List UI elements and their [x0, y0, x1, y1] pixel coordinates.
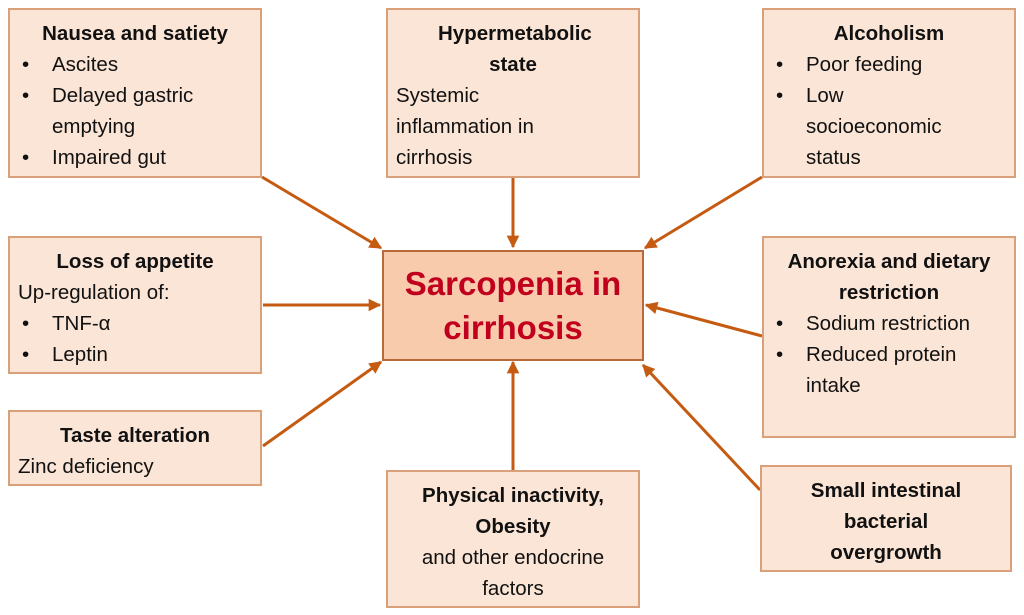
- arrow-nausea: [261, 175, 383, 250]
- hypermetabolic-box: Hypermetabolic state Systemic inflammati…: [386, 8, 640, 178]
- appetite-box: Loss of appetite Up-regulation of: TNF-α…: [8, 236, 262, 374]
- arrow-anorexia: [644, 301, 763, 338]
- center-title: Sarcopenia in cirrhosis: [404, 264, 622, 346]
- anorexia-box: Anorexia and dietary restriction Sodium …: [762, 236, 1016, 438]
- bacterial-box: Small intestinal bacterial overgrowth: [760, 465, 1012, 572]
- arrow-alcoholism: [643, 175, 763, 250]
- appetite-title: Loss of appetite: [56, 250, 214, 273]
- nausea-item: Impaired gut: [10, 142, 260, 173]
- alcoholism-item: Poor feeding: [764, 49, 1014, 80]
- nausea-list: Ascites Delayed gastric emptying Impaire…: [10, 49, 260, 173]
- taste-title: Taste alteration: [60, 424, 210, 447]
- anorexia-item: Reduced protein intake: [764, 339, 1014, 401]
- bacterial-title: Small intestinal bacterial overgrowth: [810, 479, 962, 564]
- anorexia-item: Sodium restriction: [764, 308, 1014, 339]
- arrow-taste: [262, 360, 383, 448]
- nausea-item: Ascites: [10, 49, 260, 80]
- alcoholism-item: Low socioeconomic status: [764, 80, 1014, 173]
- physical-text: and other endocrine factors: [421, 546, 605, 600]
- alcoholism-title: Alcoholism: [833, 22, 945, 45]
- hypermetabolic-text: Systemic inflammation in cirrhosis: [396, 84, 534, 169]
- taste-text: Zinc deficiency: [18, 455, 154, 478]
- hypermetabolic-title: Hypermetabolic state: [438, 22, 592, 76]
- nausea-box: Nausea and satiety Ascites Delayed gastr…: [8, 8, 262, 178]
- anorexia-list: Sodium restriction Reduced protein intak…: [764, 308, 1014, 401]
- arrow-bacterial: [641, 363, 762, 492]
- sarcopenia-center-box: Sarcopenia in cirrhosis: [382, 250, 644, 361]
- appetite-text: Up-regulation of:: [18, 281, 170, 304]
- appetite-list: TNF-α Leptin: [10, 308, 260, 370]
- appetite-item: TNF-α: [10, 308, 260, 339]
- nausea-title: Nausea and satiety: [42, 22, 228, 45]
- alcoholism-list: Poor feeding Low socioeconomic status: [764, 49, 1014, 173]
- anorexia-title: Anorexia and dietary restriction: [787, 250, 991, 304]
- appetite-item: Leptin: [10, 339, 260, 370]
- physical-box: Physical inactivity, Obesity and other e…: [386, 470, 640, 608]
- taste-box: Taste alteration Zinc deficiency: [8, 410, 262, 486]
- physical-title: Physical inactivity, Obesity: [422, 484, 604, 538]
- alcoholism-box: Alcoholism Poor feeding Low socioeconomi…: [762, 8, 1016, 178]
- nausea-item: Delayed gastric emptying: [10, 80, 260, 142]
